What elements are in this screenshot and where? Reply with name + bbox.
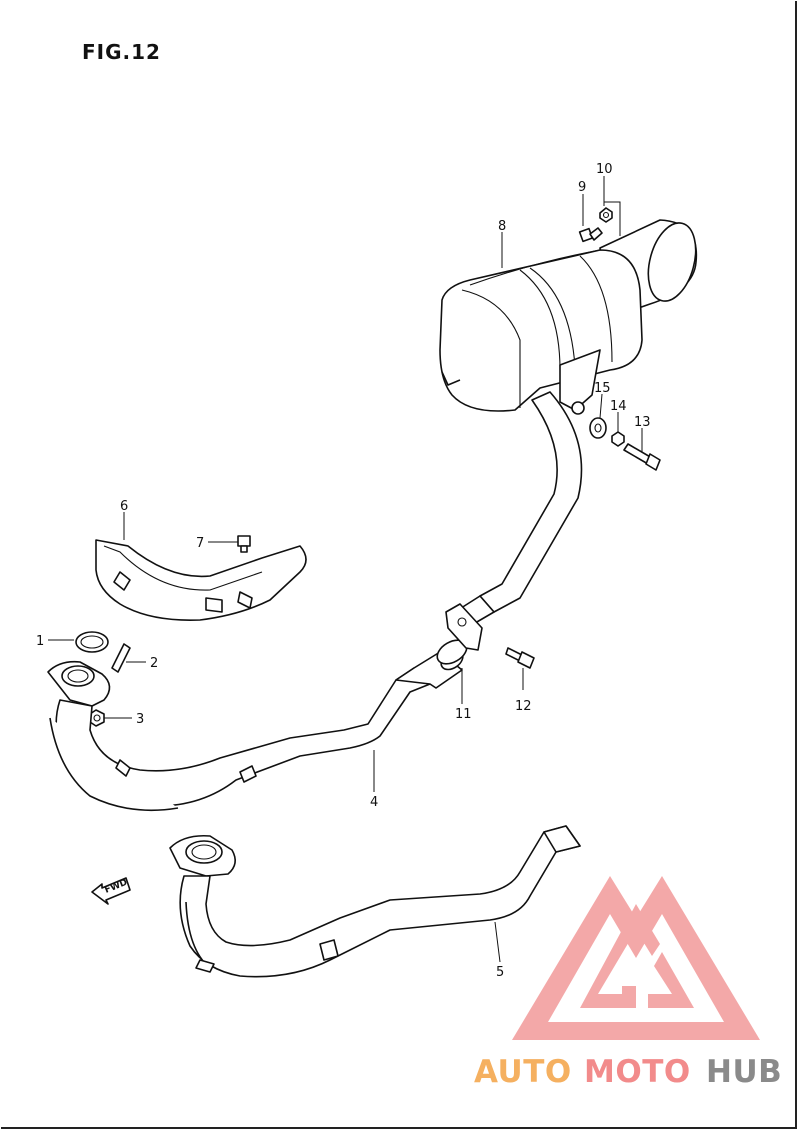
watermark-logo — [512, 876, 760, 1040]
watermark-moto: MOTO — [584, 1054, 691, 1090]
figure-title: FIG.12 — [82, 40, 161, 64]
gasket-1-part — [75, 631, 109, 653]
nut-10-part — [599, 207, 613, 223]
watermark-auto: AUTO — [474, 1054, 572, 1090]
callout-14: 14 — [610, 399, 627, 414]
watermark-hub: HUB — [706, 1054, 782, 1090]
callout-8: 8 — [498, 219, 506, 234]
screw-7-part — [237, 535, 251, 553]
leader-lines — [48, 176, 643, 963]
bracket-leader — [604, 201, 621, 236]
callout-13: 13 — [634, 415, 651, 430]
callout-15: 15 — [594, 381, 611, 396]
callout-5: 5 — [496, 965, 504, 980]
muffler-part — [439, 219, 698, 415]
clamp-12-part — [445, 603, 535, 669]
washer-15-part — [589, 417, 607, 439]
callout-6: 6 — [120, 499, 128, 514]
bolt-13-part — [623, 443, 661, 471]
exhaust-pipe-5-part — [169, 825, 581, 978]
callout-7: 7 — [196, 536, 204, 551]
callout-3: 3 — [136, 712, 144, 727]
stud-2-part — [111, 643, 131, 673]
callout-4: 4 — [370, 795, 378, 810]
watermark-text: AUTO MOTO HUB — [474, 1054, 782, 1090]
callout-labels: 1 2 3 4 5 6 7 8 9 10 11 12 13 14 15 — [36, 162, 651, 980]
bolt-9-part — [578, 227, 603, 243]
callout-11: 11 — [455, 707, 472, 722]
callout-2: 2 — [150, 656, 158, 671]
callout-1: 1 — [36, 634, 44, 649]
heat-shield-6-part — [95, 539, 307, 621]
callout-10: 10 — [596, 162, 613, 177]
callout-9: 9 — [578, 180, 586, 195]
callout-12: 12 — [515, 699, 532, 714]
